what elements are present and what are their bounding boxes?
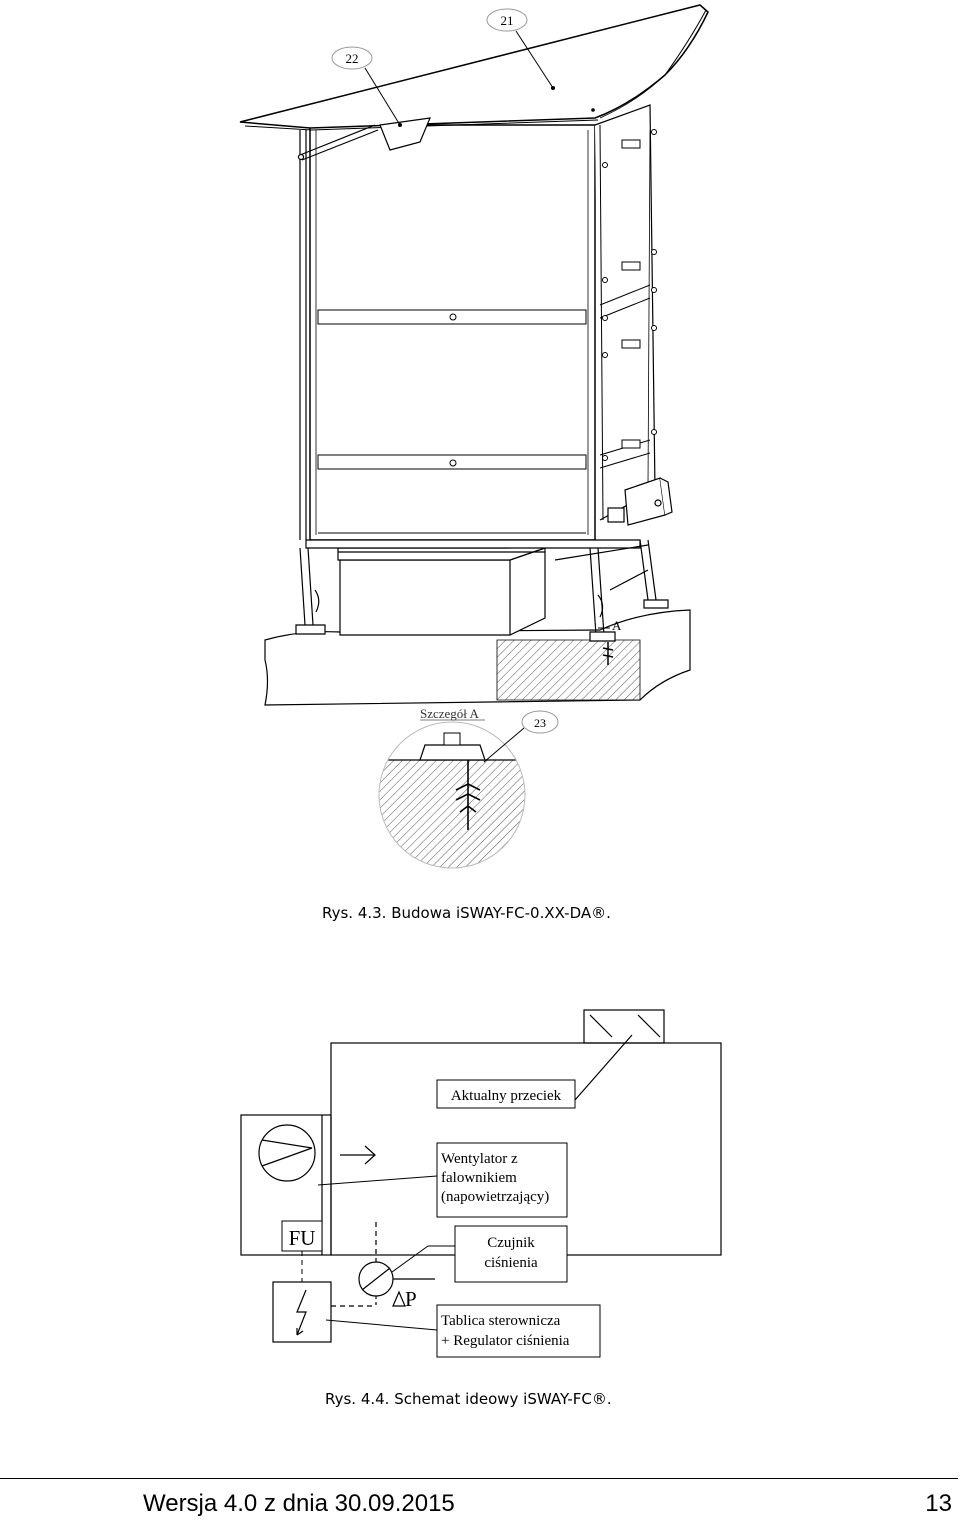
fan-label-line1: Wentylator z: [441, 1151, 518, 1167]
panel-label-box: [436, 1304, 601, 1358]
callout-23-bubble: [521, 710, 559, 734]
figure2-caption: Rys. 4.4. Schemat ideowy iSWAY-FC®.: [325, 1390, 612, 1408]
sensor-label-line1: Czujnik: [487, 1235, 535, 1251]
fan-label-box: [436, 1142, 568, 1218]
frame-legs: [295, 130, 669, 642]
callout-23: 23: [534, 716, 546, 730]
sensor-label-line2: ciśnienia: [484, 1255, 538, 1271]
section-marker-label: A: [612, 618, 622, 633]
cabinet: [309, 104, 656, 541]
control-box: [607, 477, 673, 526]
fan-leader: [317, 1175, 438, 1186]
detail-a: Szczegół A 23: [378, 706, 559, 869]
panel-label-line2: + Regulator ciśnienia: [441, 1333, 570, 1349]
fan-label-line2: falownikiem: [441, 1170, 517, 1186]
base-box: [337, 539, 546, 636]
fu-box: [281, 1220, 323, 1252]
sensor-label-box: [454, 1225, 568, 1283]
panel-leader: [325, 1319, 438, 1331]
footer-rule: [0, 1478, 958, 1479]
callout-21: 21: [486, 8, 555, 90]
footer-version: Wersja 4.0 z dnia 30.09.2015: [143, 1490, 455, 1517]
airflow-arrow: [340, 1145, 376, 1165]
panel-label-line1: Tablica sterownicza: [441, 1313, 561, 1329]
leak-label-box: [436, 1079, 576, 1109]
leak-label: Aktualny przeciek: [451, 1088, 562, 1104]
callout-22: 22: [331, 46, 402, 127]
roof-vent: [297, 117, 431, 161]
pressure-sensor-symbol: [331, 1222, 435, 1307]
detail-a-label: Szczegół A: [420, 706, 479, 721]
figure-schematic: Aktualny przeciek Wentylator z falowniki…: [240, 1009, 722, 1358]
figure-construction-drawing: A 21 22 Szczegół A: [239, 4, 709, 869]
leak-indicator: [574, 1009, 665, 1101]
page-number: 13: [925, 1490, 952, 1517]
svg-text:21: 21: [501, 13, 514, 28]
svg-text:22: 22: [346, 51, 359, 66]
fu-label: FU: [289, 1226, 316, 1250]
fan-label-line3: (napowietrzający): [441, 1189, 549, 1205]
anchor-screw: [602, 642, 614, 665]
control-panel-symbol: [272, 1281, 332, 1343]
roof-point: [591, 108, 595, 112]
side-latches: [602, 129, 657, 461]
dp-label: P: [405, 1287, 417, 1311]
roof: [239, 4, 709, 131]
figure1-caption: Rys. 4.3. Budowa iSWAY-FC-0.XX-DA®.: [322, 904, 611, 922]
